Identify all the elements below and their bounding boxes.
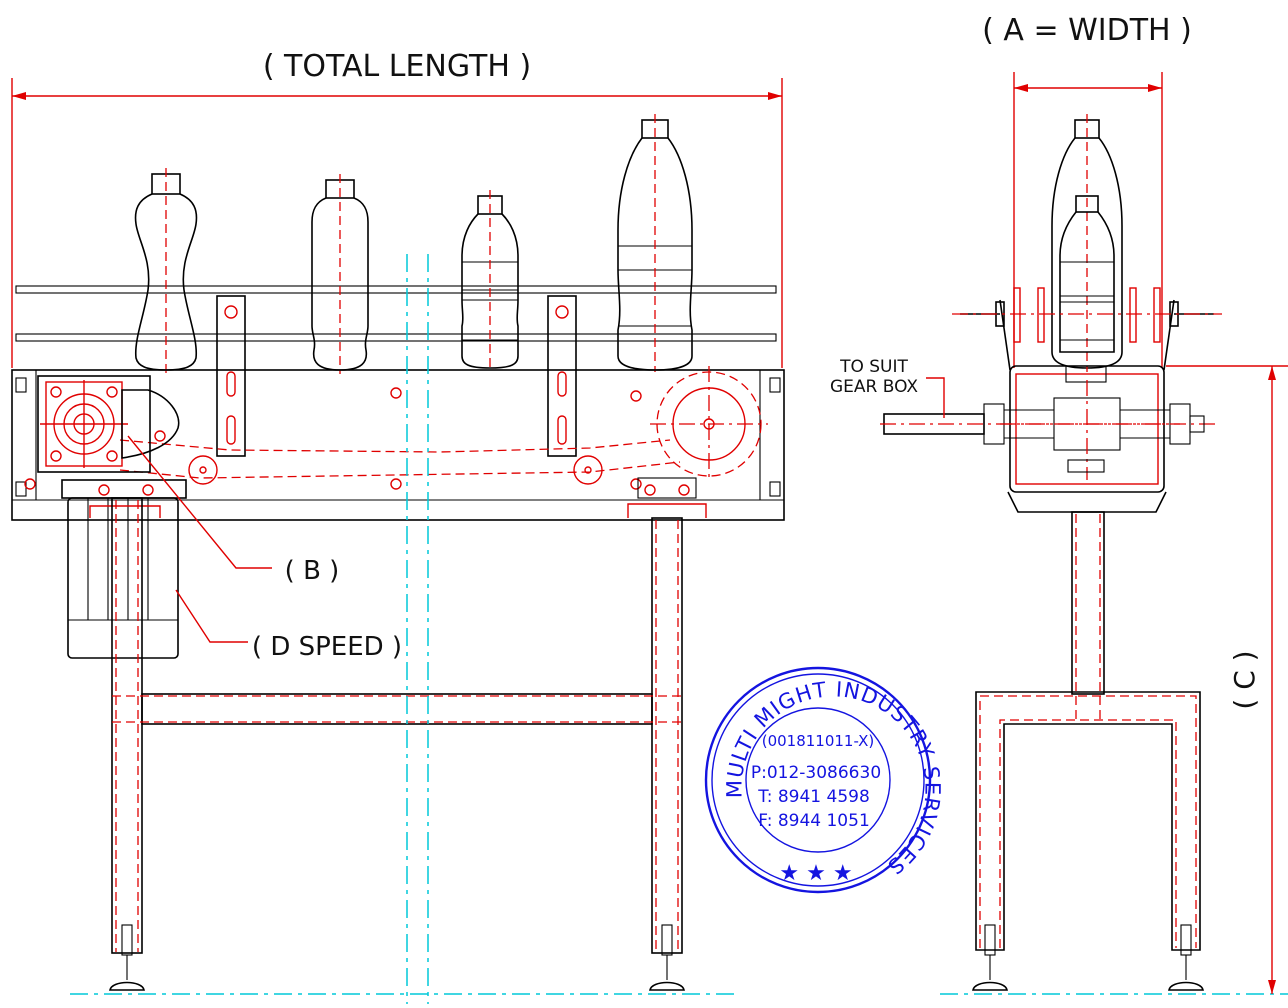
stamp-phone-t: T: 8941 4598 — [757, 787, 870, 807]
bottle-1 — [134, 168, 198, 374]
d-speed-label: ( D SPEED ) — [252, 632, 402, 662]
to-suit-leader — [926, 377, 945, 418]
rail-bracket-right — [547, 295, 577, 457]
to-suit-label-line1: TO SUIT — [839, 357, 908, 377]
stamp-reg-no: (001811011-X) — [762, 732, 875, 750]
b-label: ( B ) — [285, 556, 340, 586]
side-stand — [972, 511, 1204, 991]
front-view: ( TOTAL LENGTH ) — [11, 49, 785, 1004]
d-speed-leader — [175, 589, 248, 643]
rail-bracket-left — [216, 295, 246, 457]
company-stamp: MULTI MIGHT INDUSTRY SERVICES (001811011… — [704, 666, 944, 894]
side-rail-adjusters — [952, 287, 1222, 371]
stamp-phone-f: F: 8944 1051 — [758, 811, 870, 831]
to-suit-label-line2: GEAR BOX — [830, 377, 918, 397]
front-leg-left — [109, 497, 145, 991]
gearbox-shaft — [880, 413, 1216, 435]
width-label: ( A = WIDTH ) — [982, 13, 1192, 48]
bottle-3 — [461, 190, 519, 372]
front-leg-right — [627, 477, 707, 991]
b-leader — [127, 435, 272, 569]
side-bottle-small — [1059, 195, 1115, 353]
bottle-2 — [311, 174, 369, 374]
side-bottle-large — [1051, 114, 1123, 372]
drive-chain — [119, 439, 681, 485]
motor — [61, 479, 187, 659]
total-length-label: ( TOTAL LENGTH ) — [263, 49, 531, 84]
stamp-stars: ★ ★ ★ — [779, 861, 852, 886]
c-label: ( C ) — [1228, 650, 1261, 709]
conveyor-frame — [11, 369, 785, 521]
c-dimension — [1166, 365, 1288, 994]
bottle-4 — [617, 114, 693, 372]
cross-brace — [112, 693, 682, 725]
total-length-dimension — [11, 78, 783, 368]
side-view: ( A = WIDTH ) — [830, 13, 1288, 995]
idler-sprocket — [650, 366, 768, 482]
gearbox-plate — [37, 375, 180, 473]
width-dimension — [1013, 72, 1163, 368]
stamp-phone-p: P:012-3086630 — [751, 763, 881, 783]
guide-rails — [15, 285, 777, 342]
side-frame — [983, 365, 1191, 513]
